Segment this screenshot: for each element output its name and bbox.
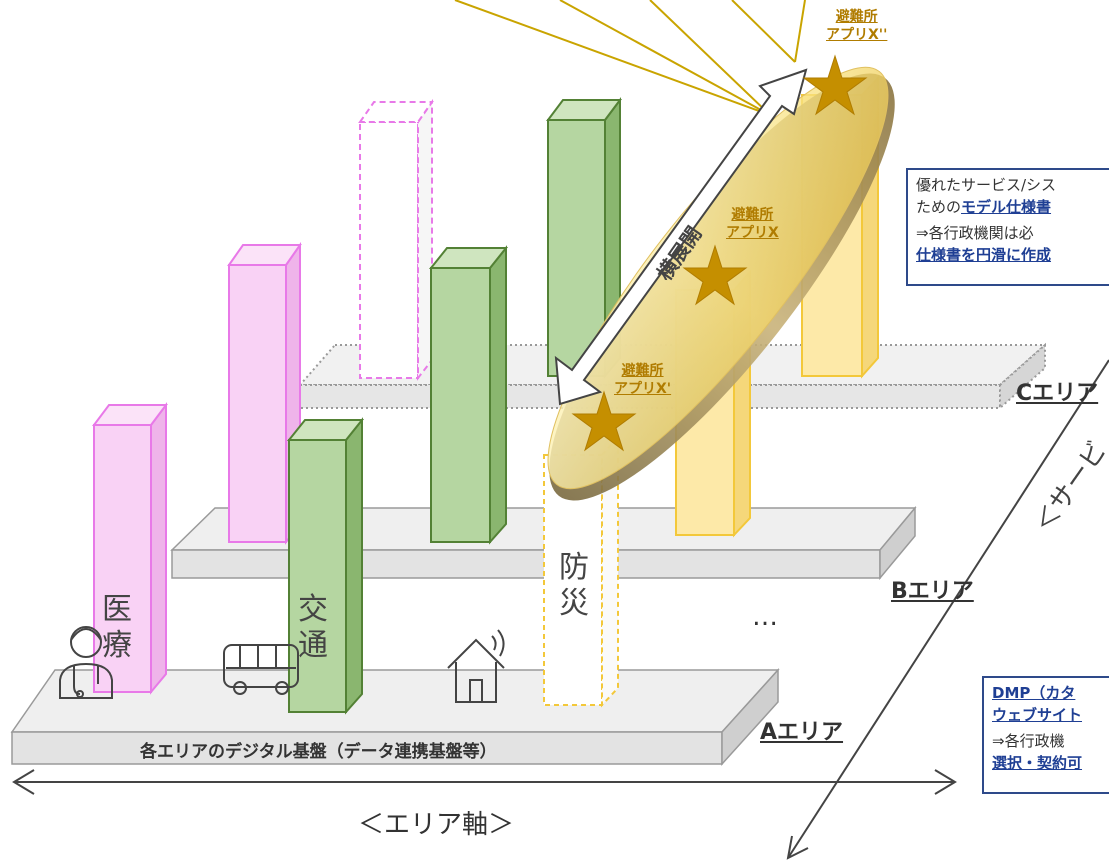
- c-area-label: Cエリア: [1016, 381, 1099, 406]
- area-axis-arrow: [12, 769, 957, 795]
- house-wifi-icon: [447, 629, 505, 703]
- area-axis-label: ＜エリア軸＞: [358, 810, 515, 840]
- a-disaster-bar: [543, 434, 619, 708]
- model-spec-line1: 優れたサービス/シス: [916, 176, 1057, 194]
- b-area-label: Bエリア: [891, 579, 974, 604]
- service-axis-arrow: [786, 359, 1109, 860]
- model-spec-line3: ⇒各行政機関は必: [916, 224, 1034, 242]
- model-spec-line2: ためのモデル仕様書: [916, 196, 1109, 218]
- app-label-mid: 避難所 アプリX: [726, 206, 779, 242]
- model-spec-box: 優れたサービス/シス ためのモデル仕様書 ⇒各行政機関は必 仕様書を円滑に作成: [906, 168, 1109, 286]
- bus-icon: [223, 644, 299, 695]
- medical-label: 医療: [102, 592, 132, 663]
- app-base-line2: アプリX': [614, 381, 672, 397]
- model-spec-line2-text: ための: [916, 198, 962, 216]
- c-medical-bar: [358, 98, 434, 381]
- transport-label: 交通: [298, 592, 328, 663]
- a-area-label: Aエリア: [760, 720, 844, 745]
- star-icon: [571, 54, 868, 452]
- dmp-line1: DMP（カタ: [992, 684, 1076, 702]
- dmp-line4: 選択・契約可: [992, 754, 1083, 772]
- dmp-box: DMP（カタ ウェブサイト ⇒各行政機 選択・契約可: [982, 676, 1109, 794]
- disaster-label: 防災: [559, 550, 589, 621]
- app-label-top: 避難所 アプリX'': [826, 8, 887, 44]
- app-base-line1: 避難所: [621, 363, 664, 379]
- b-transport-bar: [428, 245, 509, 545]
- ellipsis: …: [752, 602, 780, 632]
- dmp-line3: ⇒各行政機: [992, 732, 1065, 750]
- light-rays: [454, 0, 806, 116]
- app-top-line2: アプリX'': [826, 27, 888, 43]
- doctor-icon: [59, 626, 113, 699]
- app-mid-line2: アプリX: [726, 225, 779, 241]
- app-label-base: 避難所 アプリX': [614, 362, 671, 398]
- app-top-line1: 避難所: [835, 9, 878, 25]
- a-transport-bar: [286, 417, 365, 715]
- a-medical-bar: [92, 402, 168, 695]
- model-spec-line4: 仕様書を円滑に作成: [916, 246, 1052, 264]
- deployment-arrow: [554, 68, 808, 406]
- dmp-line2: ウェブサイト: [992, 706, 1083, 724]
- platform-label: 各エリアのデジタル基盤（データ連携基盤等）: [140, 742, 497, 762]
- app-mid-line1: 避難所: [731, 207, 774, 223]
- model-spec-line2-em: モデル仕様書: [961, 198, 1052, 216]
